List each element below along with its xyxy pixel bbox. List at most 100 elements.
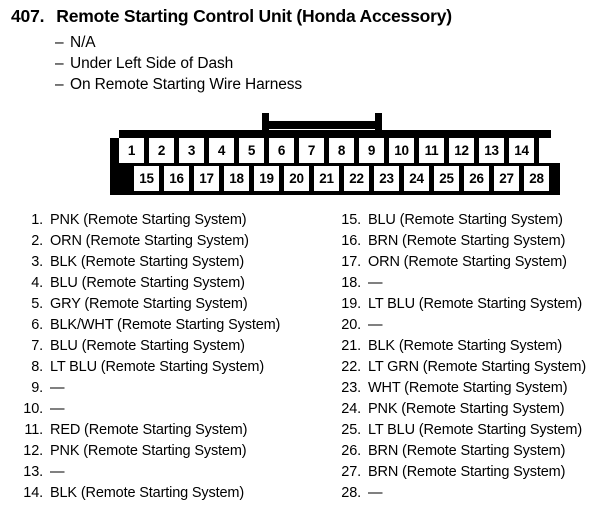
page-title: 407. Remote Starting Control Unit (Honda … [11, 6, 452, 27]
pin-list-item: 6.BLK/WHT (Remote Starting System) [12, 315, 322, 336]
connector-pin-21: 21 [314, 166, 339, 191]
connector-pin-7: 7 [299, 138, 324, 163]
pin-label: BLU (Remote Starting System) [50, 275, 245, 291]
pin-label: LT BLU (Remote Starting System) [50, 359, 264, 375]
pin-label: BLK (Remote Starting System) [368, 338, 563, 354]
connector-pin-27: 27 [494, 166, 519, 191]
pin-label: BLU (Remote Starting System) [368, 212, 563, 228]
pin-number: 19. [341, 296, 361, 312]
pin-number: 3. [31, 254, 43, 270]
pin-label: GRY (Remote Starting System) [50, 296, 248, 312]
connector-pin-20: 20 [284, 166, 309, 191]
pin-label: WHT (Remote Starting System) [368, 380, 568, 396]
connector-latch-tab [262, 113, 382, 135]
connector-pin-3: 3 [179, 138, 204, 163]
pin-number: 4. [31, 275, 43, 291]
pin-list-item: 28. — [330, 483, 614, 504]
pin-number: 22. [341, 359, 361, 375]
connector-notch-right [551, 130, 560, 138]
detail-dash: – [55, 34, 64, 51]
pin-list-item: 26. BRN (Remote Starting System) [330, 441, 614, 462]
pin-list-item: 22. LT GRN (Remote Starting System) [330, 357, 614, 378]
pin-list-item: 20.— [330, 315, 614, 336]
pin-label: PNK (Remote Starting System) [368, 401, 565, 417]
pin-number: 9. [31, 380, 43, 396]
connector-pin-2: 2 [149, 138, 174, 163]
connector-pin-24: 24 [404, 166, 429, 191]
pin-list-item: 12. PNK (Remote Starting System) [12, 441, 322, 462]
pin-label: — [368, 485, 383, 501]
pin-label: PNK (Remote Starting System) [50, 443, 247, 459]
pin-list-item: 24.PNK (Remote Starting System) [330, 399, 614, 420]
pin-number: 5. [31, 296, 43, 312]
pin-label: RED (Remote Starting System) [50, 422, 248, 438]
detail-text: N/A [70, 34, 96, 51]
connector-pin-25: 25 [434, 166, 459, 191]
pin-list-item: 2.ORN (Remote Starting System) [12, 231, 322, 252]
pin-label: BLK (Remote Starting System) [50, 485, 245, 501]
pin-list-item: 13.— [12, 462, 322, 483]
connector-pin-10: 10 [389, 138, 414, 163]
pin-list-item: 8. LT BLU (Remote Starting System) [12, 357, 322, 378]
pin-number: 25. [341, 422, 361, 438]
connector-pin-26: 26 [464, 166, 489, 191]
connector-pin-28: 28 [524, 166, 549, 191]
pin-list-item: 9. — [12, 378, 322, 399]
pin-number: 21. [341, 338, 361, 354]
pin-number: 26. [341, 443, 361, 459]
pin-list-item: 10.— [12, 399, 322, 420]
detail-text: Under Left Side of Dash [70, 55, 234, 72]
pin-list-item: 27. BRN (Remote Starting System) [330, 462, 614, 483]
connector-pin-11: 11 [419, 138, 444, 163]
connector-pin-4: 4 [209, 138, 234, 163]
pin-number: 13. [23, 464, 43, 480]
pin-number: 14. [23, 485, 43, 501]
component-title: Remote Starting Control Unit (Honda Acce… [56, 6, 452, 26]
pin-number: 12. [23, 443, 43, 459]
pin-label: — [50, 380, 65, 396]
pin-label: LT GRN (Remote Starting System) [368, 359, 587, 375]
pin-number: 8. [31, 359, 43, 375]
detail-dash: – [55, 55, 64, 72]
pin-list-item: 5. GRY (Remote Starting System) [12, 294, 322, 315]
detail-dash: – [55, 76, 64, 93]
pin-list-item: 11.RED (Remote Starting System) [12, 420, 322, 441]
pin-label: — [50, 401, 65, 417]
pin-label: BRN (Remote Starting System) [368, 464, 566, 480]
pin-number: 27. [341, 464, 361, 480]
connector-pin-17: 17 [194, 166, 219, 191]
pin-list-item: 1.PNK (Remote Starting System) [12, 210, 322, 231]
connector-pin-19: 19 [254, 166, 279, 191]
connector-notch-left [110, 130, 119, 138]
pin-number: 20. [341, 317, 361, 333]
pin-label: — [368, 275, 383, 291]
component-number: 407. [11, 6, 45, 26]
component-detail-line: –N/A [55, 32, 575, 53]
pin-list-item: 14. BLK (Remote Starting System) [12, 483, 322, 504]
pin-number: 15. [341, 212, 361, 228]
pin-list-item: 23.WHT (Remote Starting System) [330, 378, 614, 399]
pin-number: 7. [31, 338, 43, 354]
pin-list-item: 19. LT BLU (Remote Starting System) [330, 294, 614, 315]
connector-pin-9: 9 [359, 138, 384, 163]
connector-pin-5: 5 [239, 138, 264, 163]
connector-pin-15: 15 [134, 166, 159, 191]
pin-label: ORN (Remote Starting System) [50, 233, 249, 249]
connector-pin-18: 18 [224, 166, 249, 191]
component-detail-line: –Under Left Side of Dash [55, 53, 575, 74]
pin-number: 18. [341, 275, 361, 291]
pin-list-item: 3. BLK (Remote Starting System) [12, 252, 322, 273]
connector-pin-6: 6 [269, 138, 294, 163]
pin-label: LT BLU (Remote Starting System) [368, 296, 582, 312]
detail-text: On Remote Starting Wire Harness [70, 76, 303, 93]
pin-list-item: 18. — [330, 273, 614, 294]
component-detail-list: –N/A–Under Left Side of Dash–On Remote S… [55, 32, 575, 95]
component-detail-line: –On Remote Starting Wire Harness [55, 74, 575, 95]
pin-label: BRN (Remote Starting System) [368, 443, 566, 459]
connector-pin-16: 16 [164, 166, 189, 191]
pin-number: 28. [341, 485, 361, 501]
pin-list-item: 4. BLU (Remote Starting System) [12, 273, 322, 294]
pin-label: BLK (Remote Starting System) [50, 254, 245, 270]
pin-number: 16. [341, 233, 361, 249]
